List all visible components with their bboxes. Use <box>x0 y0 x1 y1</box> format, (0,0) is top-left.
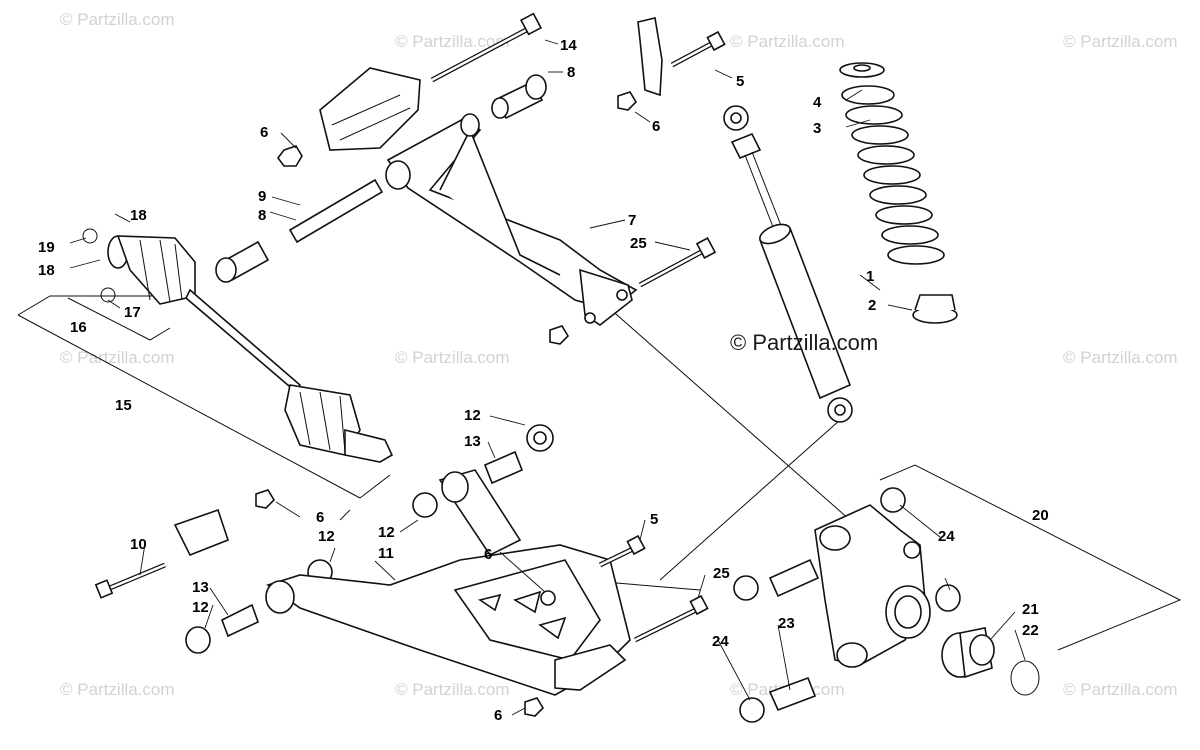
part-12-bushing-left <box>412 492 438 518</box>
callout-4: 4 <box>813 94 822 111</box>
callout-13: 13 <box>192 579 209 596</box>
callout-24: 24 <box>938 528 955 545</box>
watermark: © Partzilla.com <box>1063 32 1178 51</box>
callout-13: 13 <box>464 433 481 450</box>
part-9-sleeve <box>288 178 384 244</box>
callout-9: 9 <box>258 188 266 205</box>
watermark-main: © Partzilla.com <box>730 330 879 355</box>
part-15-axle-assembly <box>107 235 394 463</box>
centerline-shock <box>659 419 841 581</box>
part-6-nut-mid <box>549 325 570 345</box>
callout-21: 21 <box>1022 601 1039 618</box>
callout-6: 6 <box>494 707 502 724</box>
part-20-knuckle <box>814 504 931 668</box>
part-11-lower-a-arm <box>265 469 631 696</box>
callout-12: 12 <box>378 524 395 541</box>
callout-5: 5 <box>650 511 658 528</box>
part-13-sleeve-lower <box>220 603 259 638</box>
callout-25: 25 <box>630 235 647 252</box>
part-22-snap-ring <box>1010 660 1040 696</box>
part-25-bolt <box>638 237 717 288</box>
part-14-bolt <box>430 12 543 83</box>
part-6-nut <box>277 145 303 167</box>
part-17-circlip <box>100 287 116 303</box>
part-6-nut-bottom <box>524 697 545 717</box>
part-25-bolt-lower <box>633 594 709 643</box>
part-23-sleeves <box>768 558 820 712</box>
bracket-15-top <box>17 295 168 316</box>
bracket-15-bottom <box>17 314 361 499</box>
callout-23: 23 <box>778 615 795 632</box>
bracket-20 <box>879 464 1182 651</box>
callout-5: 5 <box>736 73 744 90</box>
part-4-spring-retainer <box>839 62 885 78</box>
callout-8: 8 <box>567 64 575 81</box>
part-5-bolt-lower <box>598 534 646 568</box>
callout-20: 20 <box>1032 507 1049 524</box>
callout-6: 6 <box>652 118 660 135</box>
callout-18: 18 <box>130 207 147 224</box>
part-19-circlip <box>82 228 98 244</box>
callout-25: 25 <box>713 565 730 582</box>
callout-19: 19 <box>38 239 55 256</box>
watermark: © Partzilla.com <box>395 348 510 367</box>
leader-lines <box>69 39 1026 716</box>
part-7-upper-a-arm <box>385 113 638 326</box>
bracket-15-end <box>359 474 391 499</box>
part-8-bushing-left <box>215 240 270 283</box>
callout-6: 6 <box>260 124 268 141</box>
watermark: © Partzilla.com <box>60 680 175 699</box>
callout-11: 11 <box>378 545 394 562</box>
watermark: © Partzilla.com <box>1063 680 1178 699</box>
part-12-bushing-bottom <box>185 626 211 654</box>
callout-14: 14 <box>560 37 577 54</box>
callout-labels: 14 8 5 6 6 9 8 18 19 18 17 16 15 7 25 4 … <box>38 37 1049 724</box>
callout-22: 22 <box>1022 622 1039 639</box>
part-8-bushing <box>491 74 547 120</box>
callout-17: 17 <box>124 304 141 321</box>
watermark: © Partzilla.com <box>730 32 845 51</box>
callout-6: 6 <box>484 546 492 563</box>
lower-frame-bracket <box>94 508 229 599</box>
watermark: © Partzilla.com <box>1063 348 1178 367</box>
part-1-shock-absorber <box>723 105 853 423</box>
callout-2: 2 <box>868 297 876 314</box>
callout-16: 16 <box>70 319 87 336</box>
upper-frame-bracket <box>319 67 421 151</box>
part-12-bushing-top <box>526 424 554 452</box>
callout-8: 8 <box>258 207 266 224</box>
watermark: © Partzilla.com <box>395 32 510 51</box>
callout-10: 10 <box>130 536 147 553</box>
callout-7: 7 <box>628 212 636 229</box>
shock-mount-bracket <box>637 17 726 97</box>
callout-12: 12 <box>464 407 481 424</box>
callout-18: 18 <box>38 262 55 279</box>
part-24-bushing-upper <box>733 487 961 723</box>
part-6-nut-shock <box>617 91 638 111</box>
part-3-coil-spring <box>841 85 945 265</box>
part-13-sleeve-top <box>483 450 524 485</box>
callout-12: 12 <box>192 599 209 616</box>
centerline-upper-arm <box>599 299 851 521</box>
part-6-nut-lower <box>255 489 276 509</box>
part-2-spring-seat <box>912 294 958 324</box>
callout-24: 24 <box>712 633 729 650</box>
watermark: © Partzilla.com <box>395 680 510 699</box>
callout-6: 6 <box>316 509 324 526</box>
callout-12: 12 <box>318 528 335 545</box>
part-21-bearing <box>941 627 995 679</box>
watermark: © Partzilla.com <box>60 10 175 29</box>
callout-3: 3 <box>813 120 821 137</box>
bracket-16 <box>67 297 171 341</box>
callout-15: 15 <box>115 397 132 414</box>
callout-1: 1 <box>866 268 874 285</box>
